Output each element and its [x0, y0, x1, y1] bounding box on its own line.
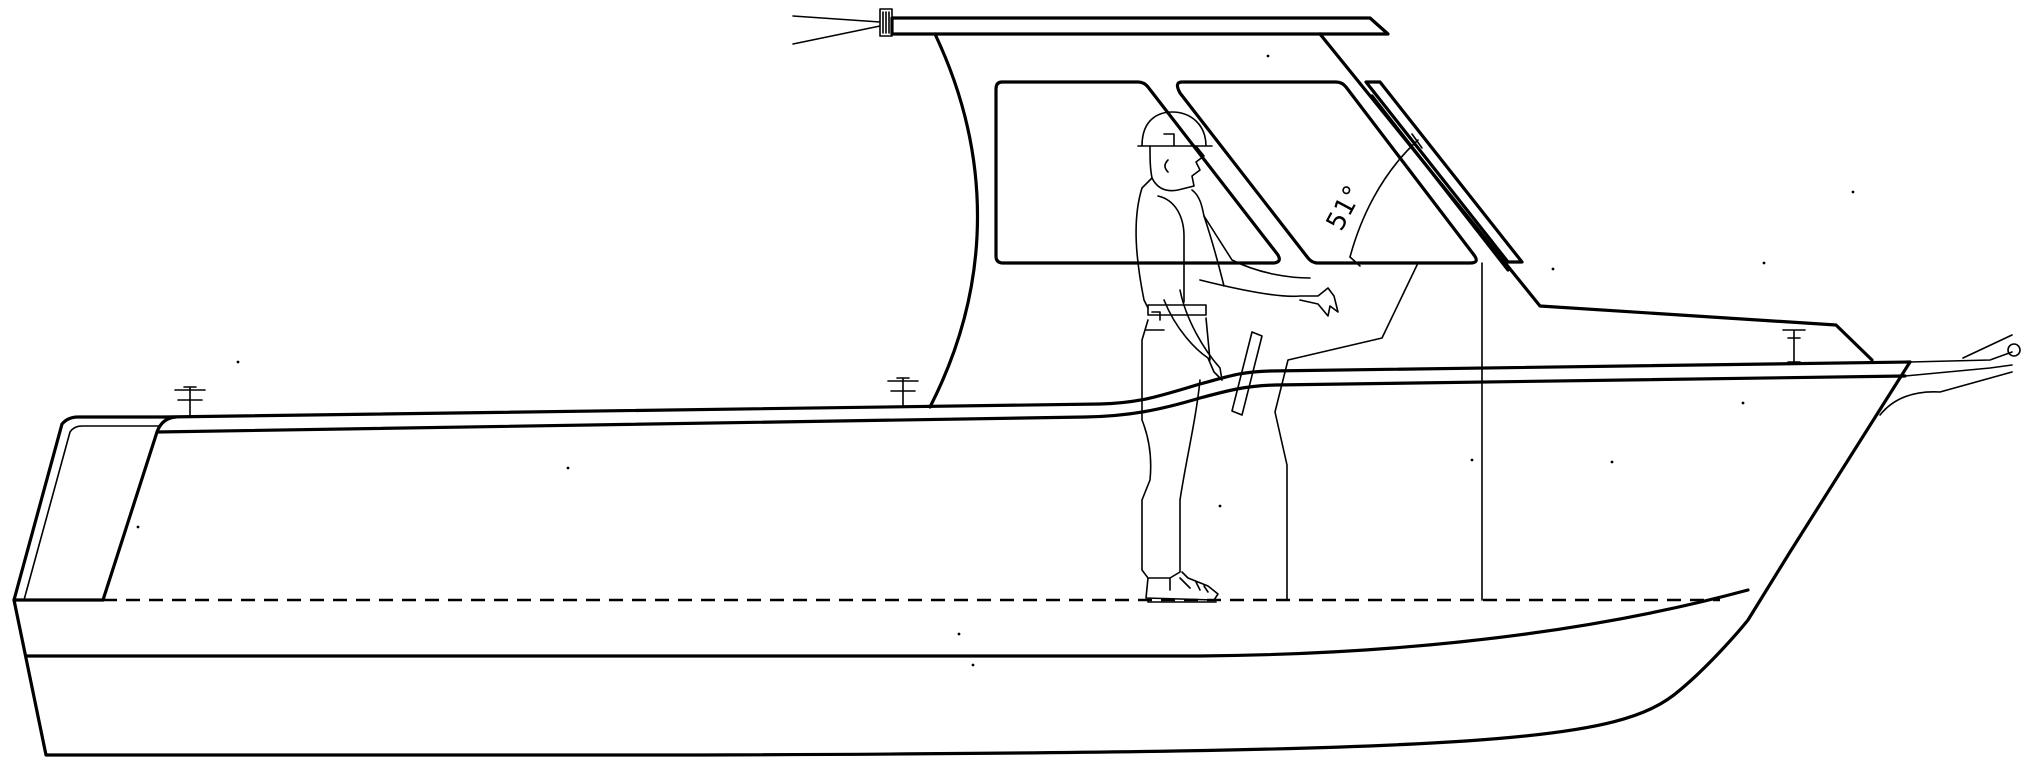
bow-roller	[2007, 343, 2021, 357]
helm-console	[1274, 262, 1483, 601]
gunwale-rail-lower	[155, 374, 1907, 434]
angle-arc	[1349, 139, 1419, 258]
person-figure	[1135, 111, 1339, 603]
angle-tick-top	[1411, 133, 1423, 149]
torso	[1135, 177, 1311, 309]
legs	[1141, 317, 1211, 591]
boots	[1145, 571, 1219, 603]
cleats	[174, 329, 1806, 418]
hull	[12, 334, 2021, 757]
cabin: 51°	[792, 8, 1874, 601]
left-arm	[1163, 289, 1223, 381]
throttle-lever	[1231, 331, 1263, 416]
belt	[1145, 304, 1207, 331]
scan-specks	[136, 54, 1855, 667]
side-window-fwd	[1175, 80, 1478, 265]
cabin-front-profile	[1318, 32, 1874, 362]
cabin-roof	[890, 16, 1390, 36]
side-window-aft	[994, 80, 1281, 265]
ear	[1164, 159, 1169, 173]
right-arm	[1199, 215, 1339, 317]
stern-corner	[101, 415, 178, 602]
angle-label: 51°	[1321, 181, 1369, 236]
bow-pulpit	[1879, 334, 2013, 416]
cabin-rear-arc	[928, 32, 979, 409]
chine-line	[24, 588, 1750, 658]
cleat-mid	[887, 377, 919, 407]
cleat-stern	[174, 386, 206, 418]
hard-hat-icon	[1137, 111, 1213, 147]
searchlight	[792, 8, 893, 45]
stern-transom	[12, 415, 167, 602]
head	[1149, 145, 1205, 192]
hull-outline	[12, 360, 1912, 757]
windshield	[1364, 80, 1524, 264]
cleat-bow	[1782, 329, 1806, 363]
gunwale-rail-upper	[163, 360, 1912, 419]
stern-transom-inner	[23, 425, 161, 601]
windshield-frame	[1370, 94, 1510, 272]
angle-tick-base	[1349, 256, 1361, 267]
